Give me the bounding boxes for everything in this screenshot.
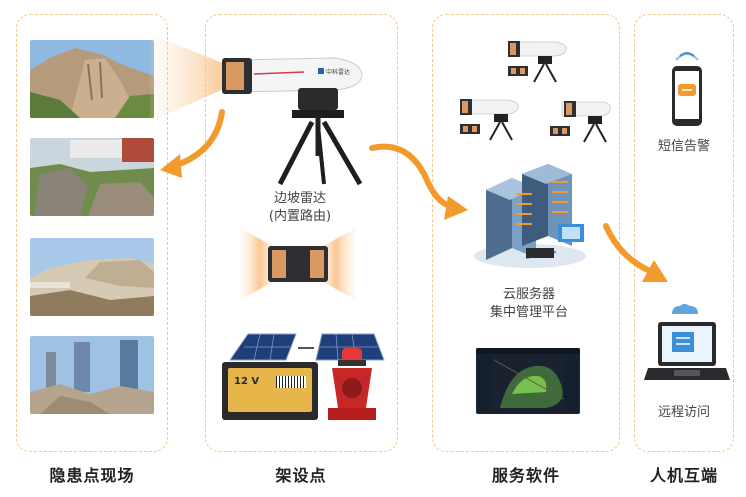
- solar-panel-icon: [229, 333, 385, 361]
- corner-reflector-icon: [240, 228, 356, 300]
- phone-sms-icon: [672, 52, 702, 126]
- battery-voltage-label: 12 V: [234, 376, 260, 387]
- battery-icon: 12 V: [222, 362, 318, 420]
- slope-radar-icon: 中科雷达: [222, 57, 363, 94]
- sms-alert-caption: 短信告警: [657, 139, 710, 154]
- platform-caption: 云服务器 集中管理平台: [466, 286, 592, 322]
- tripod-icon: [277, 88, 363, 186]
- arrow-radar-to-site: [160, 109, 225, 178]
- label-setup: 架设点: [275, 466, 327, 485]
- platform-caption-line2: 集中管理平台: [489, 305, 568, 320]
- battery-barcode: [276, 376, 306, 388]
- radar-node-icon-2: [460, 99, 519, 141]
- battery-face: [228, 368, 312, 412]
- arrow-radar-to-server: [369, 143, 468, 220]
- label-site: 隐患点现场: [49, 466, 135, 485]
- column-site: [16, 14, 168, 452]
- column-setup: [205, 14, 398, 452]
- radar-caption-line2: (内置路由): [268, 209, 332, 224]
- laptop-remote-icon: [644, 304, 730, 380]
- site-photo-quarry: [30, 238, 154, 316]
- site-photo-landslide: [30, 138, 154, 216]
- label-terminal: 人机互端: [649, 466, 718, 485]
- radar-caption: 边坡雷达 (内置路由): [250, 190, 350, 226]
- platform-screenshot: [476, 348, 580, 414]
- remote-access-caption: 远程访问: [657, 405, 710, 420]
- alarm-siren-icon: [328, 348, 376, 420]
- platform-caption-line1: 云服务器: [502, 287, 555, 302]
- label-software: 服务软件: [491, 466, 560, 485]
- arrow-server-to-terminal: [603, 223, 668, 282]
- site-photo-demolition: [30, 336, 154, 414]
- column-software: [432, 14, 620, 452]
- radar-brand-text: 中科雷达: [326, 68, 350, 76]
- site-photo-cliff: [30, 40, 154, 118]
- radar-node-icon-1: [508, 41, 567, 83]
- column-terminal: [634, 14, 734, 452]
- radar-caption-line1: 边坡雷达: [273, 191, 326, 206]
- cloud-server-icon: [474, 164, 586, 268]
- radar-beam: [150, 34, 230, 122]
- radar-node-icon-3: [550, 101, 611, 143]
